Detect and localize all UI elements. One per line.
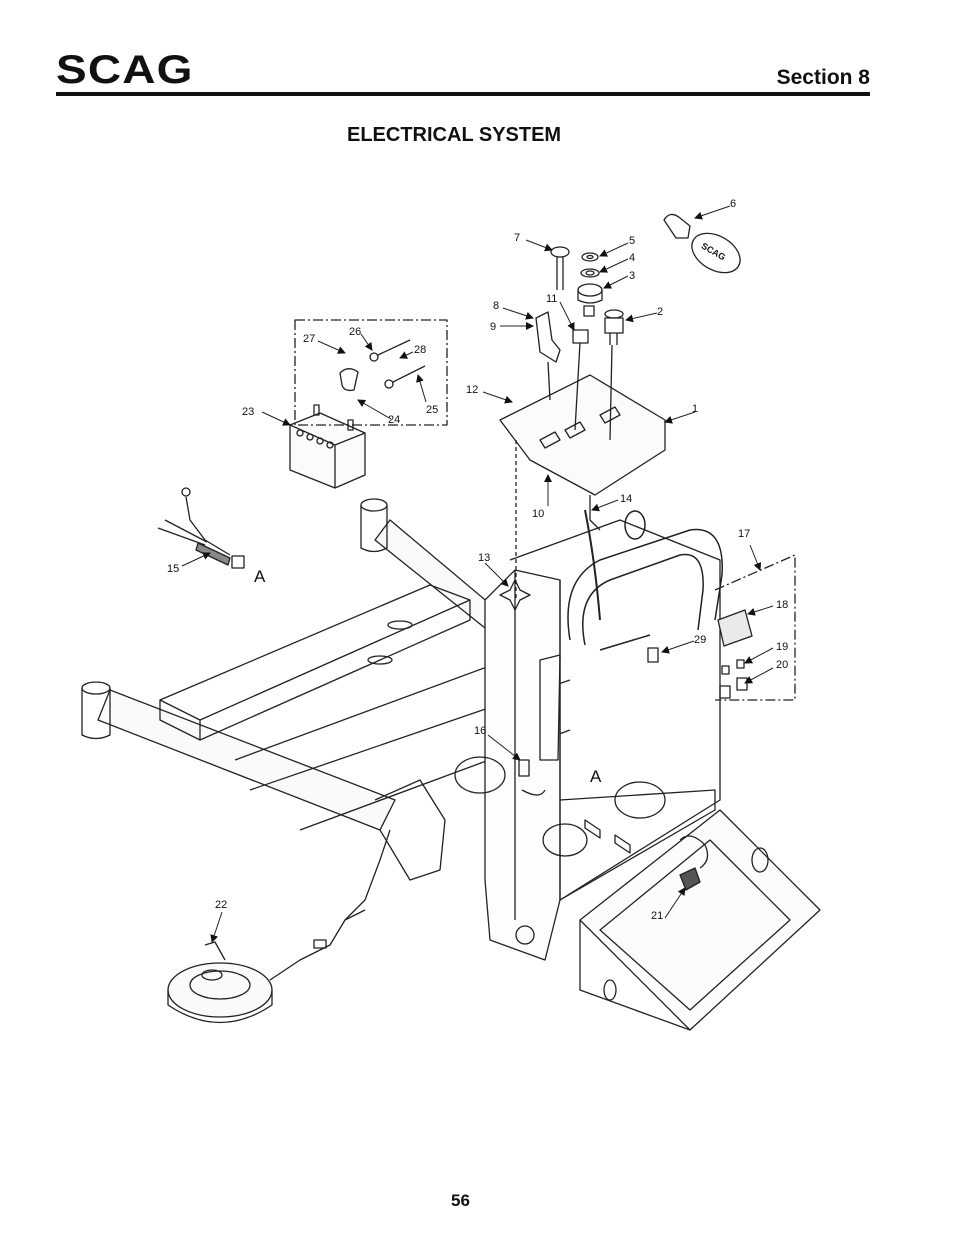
part-23-battery xyxy=(289,404,366,489)
part-7-knob xyxy=(550,246,570,290)
handle-loops xyxy=(567,510,723,651)
part-25-cable xyxy=(384,365,426,389)
scag-logo: SCAG xyxy=(56,48,194,92)
callout-12: 12 xyxy=(466,384,478,396)
part-24-boot xyxy=(339,368,359,392)
callout-13: 13 xyxy=(478,552,490,564)
foot-platform xyxy=(579,809,821,1031)
section-label: Section 8 xyxy=(776,66,870,89)
part-14-harness-tube xyxy=(584,509,601,621)
part-11-connector xyxy=(572,305,595,431)
callout-2: 2 xyxy=(657,306,663,318)
part-8-bracket xyxy=(535,311,561,401)
callout-3: 3 xyxy=(629,270,635,282)
callout-7: 7 xyxy=(514,232,520,244)
callout-5: 5 xyxy=(629,235,635,247)
callout-14: 14 xyxy=(620,493,632,505)
callout-labels: 1 2 3 4 5 6 7 8 9 10 11 12 13 14 15 16 1… xyxy=(167,198,788,922)
callout-19: 19 xyxy=(776,641,788,653)
header-rule xyxy=(56,92,870,96)
front-wiring xyxy=(344,829,391,921)
key-fob-text: SCAG xyxy=(700,241,728,263)
callout-29: 29 xyxy=(694,634,706,646)
rear-deck xyxy=(454,519,721,901)
part-26-cable xyxy=(369,339,411,362)
callout-24: 24 xyxy=(388,414,400,426)
callout-23: 23 xyxy=(242,406,254,418)
callout-17: 17 xyxy=(738,528,750,540)
part-21-switch xyxy=(679,835,709,891)
callout-20: 20 xyxy=(776,659,788,671)
callout-9: 9 xyxy=(490,321,496,333)
part-13-knob xyxy=(499,579,531,611)
callout-11: 11 xyxy=(546,293,557,305)
connector-letter-a-right: A xyxy=(590,767,602,786)
callout-18: 18 xyxy=(776,599,788,611)
part-15-harness xyxy=(157,487,245,569)
part-22-pto-clutch xyxy=(167,909,366,1024)
part-18-fuse-block xyxy=(717,609,753,647)
callout-25: 25 xyxy=(426,404,438,416)
callout-1: 1 xyxy=(692,403,698,415)
part-1-control-panel xyxy=(499,374,666,531)
callout-15: 15 xyxy=(167,563,179,575)
callout-26: 26 xyxy=(349,326,361,338)
part-4-washer xyxy=(580,268,600,278)
center-tower xyxy=(484,569,561,961)
part-3-ignition xyxy=(577,283,603,304)
part-16-switch xyxy=(518,759,546,796)
callout-10: 10 xyxy=(532,508,544,520)
callout-6: 6 xyxy=(730,198,736,210)
connector-letter-a-left: A xyxy=(254,567,266,586)
battery-kit-box xyxy=(294,319,448,426)
leader-lines xyxy=(181,205,774,943)
part-20-relay xyxy=(719,677,748,699)
part-5-nut xyxy=(581,252,599,262)
callout-16: 16 xyxy=(474,725,486,737)
page-number: 56 xyxy=(451,1191,470,1210)
callout-28: 28 xyxy=(414,344,426,356)
part-29-relay xyxy=(647,647,659,663)
page-title: ELECTRICAL SYSTEM xyxy=(347,124,562,146)
callout-27: 27 xyxy=(303,333,315,345)
callout-8: 8 xyxy=(493,300,499,312)
part-19-fuse xyxy=(721,659,745,675)
part-6-key-fob xyxy=(663,213,741,274)
callout-4: 4 xyxy=(629,252,635,264)
callout-21: 21 xyxy=(651,910,663,922)
part-2-switch xyxy=(604,309,624,441)
frame-left-arm xyxy=(81,681,446,881)
callout-22: 22 xyxy=(215,899,227,911)
page-header: SCAG Section 8 xyxy=(56,44,870,96)
relay-kit-box xyxy=(714,554,796,701)
